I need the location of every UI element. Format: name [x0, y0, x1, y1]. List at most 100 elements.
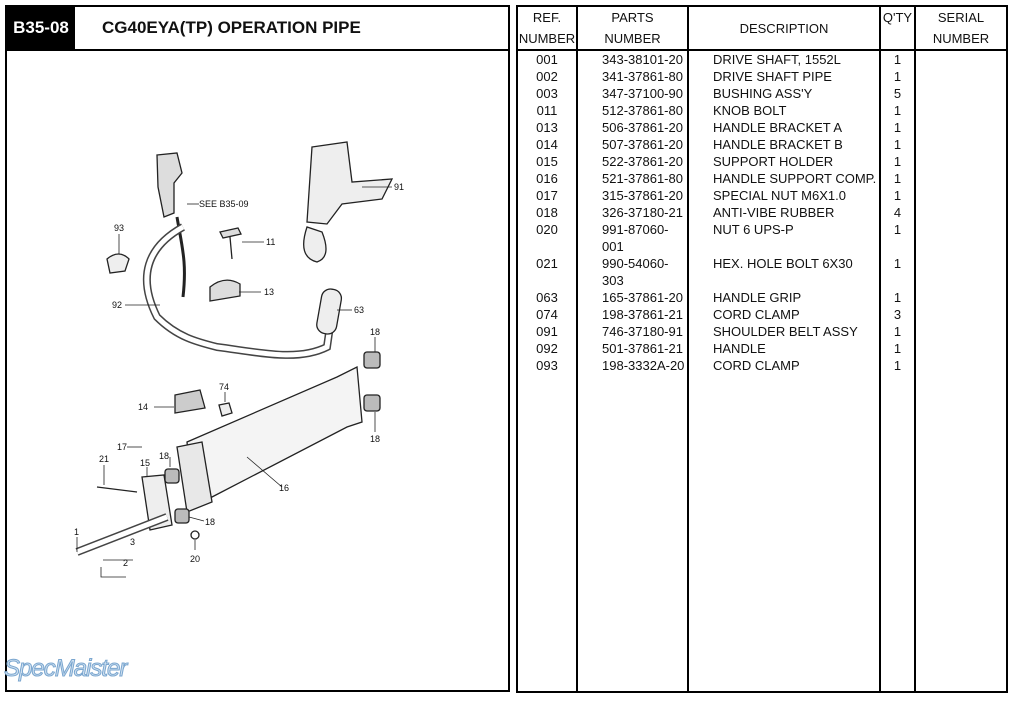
quantity: 1 — [879, 187, 916, 204]
quantity: 1 — [879, 68, 916, 85]
page-header: B35-08 CG40EYA(TP) OPERATION PIPE — [5, 5, 510, 51]
ref-number: 074 — [516, 306, 578, 323]
callout-13: 13 — [264, 287, 274, 297]
ref-number: 093 — [516, 357, 578, 374]
part-number: 198-3332A-20 — [576, 357, 689, 374]
part-number: 198-37861-21 — [576, 306, 689, 323]
table-filler — [516, 374, 1008, 692]
exploded-diagram: SEE B35-09 91 93 11 13 92 63 18 74 14 18… — [5, 47, 510, 692]
ref-number: 017 — [516, 187, 578, 204]
description: HANDLE BRACKET B — [687, 136, 881, 153]
ref-number: 063 — [516, 289, 578, 306]
empty-cell — [879, 374, 916, 692]
callout-74: 74 — [219, 382, 229, 392]
callout-14: 14 — [138, 402, 148, 412]
part-number: 991-87060-001 — [576, 221, 689, 255]
callout-18: 18 — [205, 517, 215, 527]
serial-number — [914, 255, 1008, 289]
quantity: 3 — [879, 306, 916, 323]
description: SPECIAL NUT M6X1.0 — [687, 187, 881, 204]
callout-3: 3 — [130, 537, 135, 547]
part-number: 521-37861-80 — [576, 170, 689, 187]
quantity: 1 — [879, 50, 916, 68]
page-title: CG40EYA(TP) OPERATION PIPE — [102, 18, 361, 37]
serial-number — [914, 119, 1008, 136]
callout-21: 21 — [99, 454, 109, 464]
quantity: 1 — [879, 357, 916, 374]
handle-grip — [316, 288, 343, 335]
handle-bracket-b — [174, 389, 206, 414]
ref-header-line1: REF. — [532, 10, 562, 25]
col-ref: REF. NUMBER — [516, 6, 578, 51]
serial-number — [914, 170, 1008, 187]
description: HANDLE — [687, 340, 881, 357]
part-number: 341-37861-80 — [576, 68, 689, 85]
callout-2: 2 — [123, 558, 128, 568]
callout-63: 63 — [354, 305, 364, 315]
parts-header-line2: NUMBER — [604, 31, 661, 46]
callout-11: 11 — [266, 237, 275, 247]
ref-number: 018 — [516, 204, 578, 221]
ref-number: 001 — [516, 50, 578, 68]
description: HANDLE BRACKET A — [687, 119, 881, 136]
col-parts: PARTS NUMBER — [576, 6, 689, 51]
serial-number — [914, 187, 1008, 204]
description: HANDLE GRIP — [687, 289, 881, 306]
ref-number: 092 — [516, 340, 578, 357]
serial-number — [914, 85, 1008, 102]
quantity: 1 — [879, 289, 916, 306]
cord-clamp — [106, 253, 130, 274]
serial-number — [914, 340, 1008, 357]
serial-number — [914, 289, 1008, 306]
part-number: 990-54060-303 — [576, 255, 689, 289]
serial-number — [914, 153, 1008, 170]
serial-number — [914, 204, 1008, 221]
quantity: 1 — [879, 170, 916, 187]
quantity: 1 — [879, 340, 916, 357]
handle-support — [186, 365, 363, 498]
col-description: DESCRIPTION — [687, 6, 881, 51]
serial-number — [914, 50, 1008, 68]
serial-number — [914, 68, 1008, 85]
part-number: 522-37861-20 — [576, 153, 689, 170]
empty-cell — [516, 374, 578, 692]
description: SUPPORT HOLDER — [687, 153, 881, 170]
description: NUT 6 UPS-P — [687, 221, 881, 255]
quantity: 1 — [879, 221, 916, 255]
quantity: 1 — [879, 323, 916, 340]
callout-91: 91 — [394, 182, 404, 192]
callout-20: 20 — [190, 554, 200, 564]
description: DRIVE SHAFT PIPE — [687, 68, 881, 85]
part-number: 506-37861-20 — [576, 119, 689, 136]
part-number: 315-37861-20 — [576, 187, 689, 204]
description: BUSHING ASS'Y — [687, 85, 881, 102]
callout-18: 18 — [370, 434, 380, 444]
quantity: 1 — [879, 119, 916, 136]
part-number: 326-37180-21 — [576, 204, 689, 221]
callout-92: 92 — [112, 300, 122, 310]
serial-number — [914, 136, 1008, 153]
section-code: B35-08 — [7, 7, 75, 49]
ref-header-line2: NUMBER — [518, 31, 576, 46]
callout-1: 1 — [74, 527, 79, 537]
quantity: 1 — [879, 102, 916, 119]
handle-bracket-a — [209, 279, 241, 302]
callout-15: 15 — [140, 458, 150, 468]
serial-header-line2: NUMBER — [932, 31, 990, 46]
ref-number: 003 — [516, 85, 578, 102]
parts-header-line1: PARTS — [611, 10, 654, 25]
ref-number: 013 — [516, 119, 578, 136]
